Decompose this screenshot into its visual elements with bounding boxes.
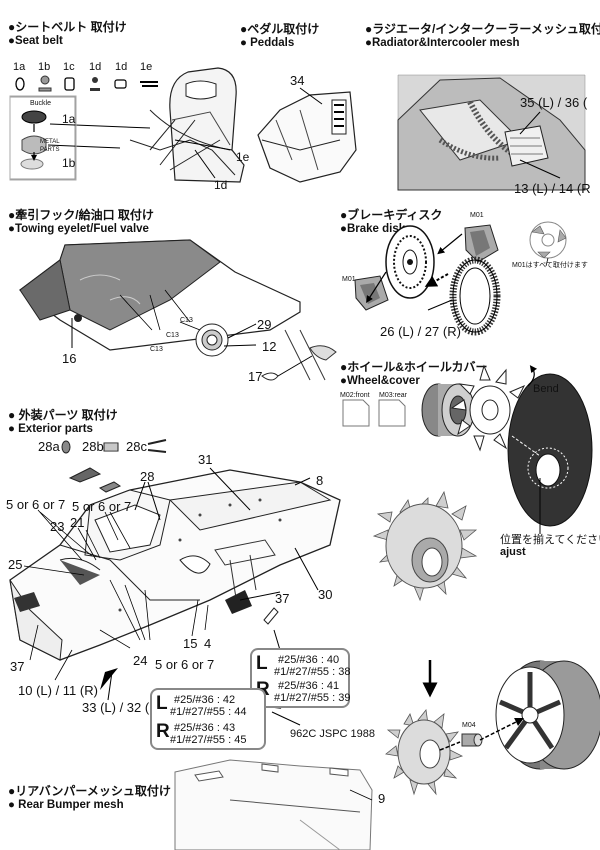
decal-box-right-r1: #25/#36 : 41 — [278, 680, 340, 692]
exterior-callout-5-6-7-b: 5 or 6 or 7 — [72, 499, 132, 514]
part-1a-label: 1a — [13, 61, 26, 73]
radiator-callout-35: 35 (L) / 36 ( — [520, 95, 588, 110]
brake-note: M01はすべて取付けます — [512, 262, 588, 269]
radiator-title-jp: ●ラジエータ/インタークーラーメッシュ取付け — [365, 22, 600, 36]
part-1d-label-2: 1d — [115, 61, 128, 73]
wheel-m02-label: M02:front — [340, 392, 370, 399]
decal-box-left-L: L — [156, 693, 168, 714]
section-towing-title: ●牽引フック/給油口 取付け ●Towing eyelet/Fuel valve — [8, 208, 154, 236]
part-1c-label: 1c — [63, 61, 75, 73]
exterior-callout-30: 30 — [318, 587, 333, 602]
wheel-title-en: ●Wheel&cover — [340, 375, 420, 387]
exterior-part-28b: 28b — [82, 439, 104, 454]
pedal-callout-34: 34 — [290, 73, 305, 88]
wheel-bend-label: Bend — [533, 383, 559, 395]
step-1b-label: 1b — [62, 156, 76, 170]
exterior-callout-4: 4 — [204, 636, 212, 651]
decal-box-right: L #25/#36 : 40 #1/#27/#55 : 38 R #25/#36… — [250, 648, 350, 708]
exterior-callout-37-right: 37 — [275, 591, 290, 606]
towing-callout-17: 17 — [248, 369, 263, 384]
wheel-m03-label: M03:rear — [379, 392, 408, 399]
exterior-callout-33-32: 33 (L) / 32 (R — [82, 700, 159, 715]
wheel-title-jp: ●ホイール&ホイールカバー — [340, 360, 488, 374]
exterior-title-en: ● Exterior parts — [8, 423, 93, 435]
step-1a-label: 1a — [62, 112, 76, 126]
section-radiator-title: ●ラジエータ/インタークーラーメッシュ取付け ●Radiator&Interco… — [365, 22, 600, 50]
radiator-title-en: ●Radiator&Intercooler mesh — [365, 37, 520, 49]
callout-1d: 1d — [214, 178, 228, 192]
towing-title-en: ●Towing eyelet/Fuel valve — [8, 223, 149, 235]
towing-callout-29: 29 — [257, 317, 272, 332]
decal-box-left-R: R — [156, 721, 170, 742]
exterior-part-28a: 28a — [38, 439, 60, 454]
part-1b-label: 1b — [38, 61, 51, 73]
towing-callout-12: 12 — [262, 339, 277, 354]
towing-c13-c: C13 — [150, 346, 163, 353]
exterior-part-28c: 28c — [126, 439, 147, 454]
metal-parts-label: METAL PARTS — [40, 139, 60, 153]
seatbelt-title-en: ●Seat belt — [8, 35, 63, 47]
exterior-callout-28: 28 — [140, 469, 155, 484]
exterior-callout-25: 25 — [8, 557, 23, 572]
exterior-callout-31: 31 — [198, 452, 213, 467]
brake-m01-b: M01 — [342, 276, 356, 283]
exterior-callout-5-6-7-c: 5 or 6 or 7 — [155, 657, 215, 672]
exterior-callout-15: 15 — [183, 636, 198, 651]
exterior-callout-8: 8 — [316, 473, 324, 488]
towing-c13-a: C13 — [180, 317, 193, 324]
decal-box-right-l2: #1/#27/#55 : 38 — [274, 666, 351, 678]
section-exterior-title: ● 外装パーツ 取付け ● Exterior parts — [8, 408, 118, 436]
section-brake-title: ●ブレーキディスク ●Brake disk — [340, 208, 442, 236]
buckle-label: Buckle — [30, 100, 52, 107]
section-seatbelt-title: ●シートベルト 取付け ●Seat belt — [8, 20, 127, 48]
decal-box-left-r2: #1/#27/#55 : 45 — [170, 734, 247, 746]
wheel-m04-label: M04 — [462, 722, 476, 729]
section-rear-title: ●リアバンパーメッシュ取付け ● Rear Bumper mesh — [8, 784, 171, 812]
pedals-title-jp: ●ペダル取付け — [240, 22, 320, 36]
decal-box-right-L: L — [256, 653, 268, 674]
exterior-callout-10-11: 10 (L) / 11 (R) — [18, 683, 98, 698]
pedals-title-en: ● Peddals — [240, 37, 295, 49]
wheel-align-jp: 位置を揃えてください — [500, 534, 600, 546]
section-wheel-title: ●ホイール&ホイールカバー ●Wheel&cover — [340, 360, 488, 388]
section-pedals-title: ●ペダル取付け ● Peddals — [240, 22, 319, 50]
brake-callout-26-27: 26 (L) / 27 (R) — [380, 324, 461, 339]
decal-box-left: L #25/#36 : 42 #1/#27/#55 : 44 R #25/#36… — [150, 688, 266, 750]
exterior-model-note: 962C JSPC 1988 — [290, 728, 375, 740]
exterior-callout-23: 23 — [50, 519, 65, 534]
wheel-align-en: ajust — [500, 546, 526, 558]
decal-box-left-l2: #1/#27/#55 : 44 — [170, 706, 247, 718]
decal-box-right-r2: #1/#27/#55 : 39 — [274, 692, 351, 704]
brake-title-jp: ●ブレーキディスク — [340, 208, 443, 222]
towing-callout-16: 16 — [62, 351, 77, 366]
towing-title-jp: ●牽引フック/給油口 取付け — [8, 208, 154, 222]
decal-box-right-l1: #25/#36 : 40 — [278, 654, 340, 666]
exterior-callout-5-6-7-a: 5 or 6 or 7 — [6, 497, 66, 512]
rear-title-jp: ●リアバンパーメッシュ取付け — [8, 784, 171, 798]
part-1d-label: 1d — [89, 61, 102, 73]
exterior-callout-24: 24 — [133, 653, 148, 668]
exterior-callout-21: 21 — [70, 515, 85, 530]
part-1e-label: 1e — [140, 61, 153, 73]
rear-title-en: ● Rear Bumper mesh — [8, 799, 124, 811]
decal-box-left-r1: #25/#36 : 43 — [174, 722, 236, 734]
exterior-title-jp: ● 外装パーツ 取付け — [8, 408, 118, 422]
seatbelt-title-jp: ●シートベルト 取付け — [8, 20, 127, 34]
decal-box-left-l1: #25/#36 : 42 — [174, 694, 236, 706]
rear-callout-9: 9 — [378, 791, 386, 806]
callout-1e: 1e — [236, 150, 250, 164]
radiator-callout-13: 13 (L) / 14 (R — [514, 181, 591, 196]
brake-title-en: ●Brake disk — [340, 223, 406, 235]
exterior-callout-37-left: 37 — [10, 659, 25, 674]
brake-m01-a: M01 — [470, 212, 484, 219]
towing-c13-b: C13 — [166, 332, 179, 339]
